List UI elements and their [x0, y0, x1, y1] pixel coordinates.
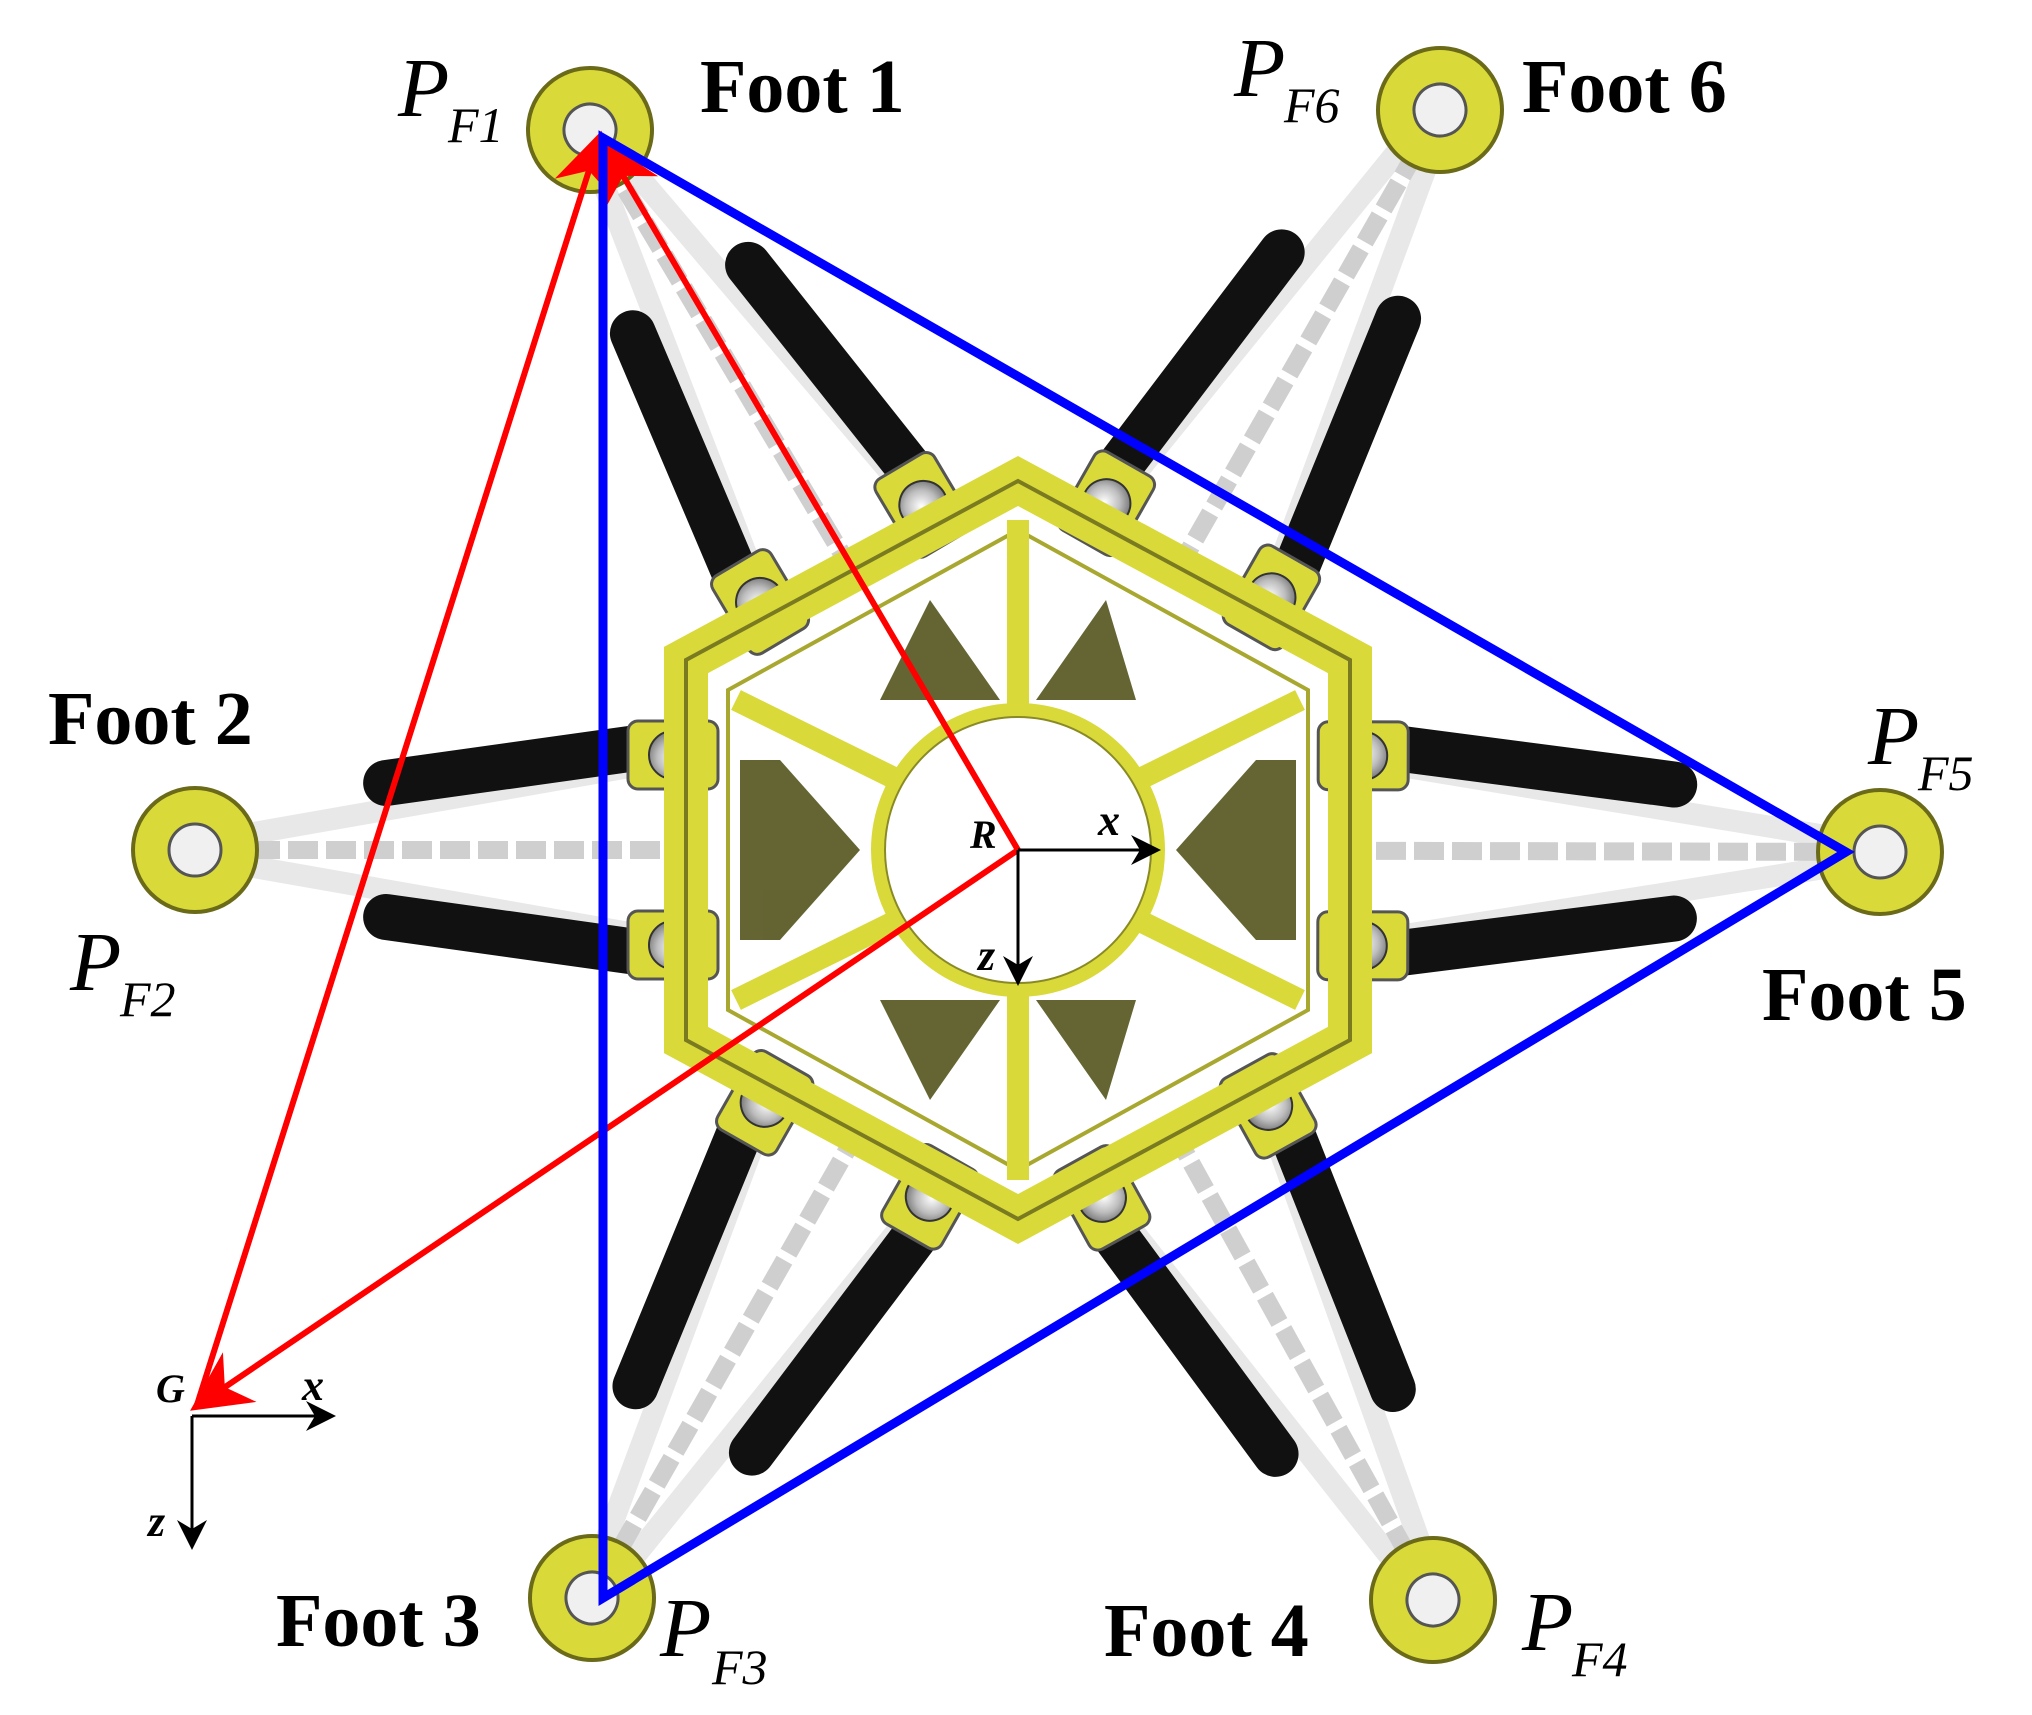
actuator-cylinder — [1077, 1192, 1299, 1477]
actuator-cylinder — [1355, 722, 1698, 808]
central-link — [1165, 1125, 1422, 1570]
actuator-cylinder — [1264, 295, 1422, 613]
foot-4-label: Foot 4 — [1104, 1589, 1309, 1673]
foot-hub — [167, 822, 223, 878]
actuator-cylinder — [1354, 895, 1697, 979]
svg-text:P: P — [69, 916, 121, 1009]
svg-text:P: P — [1867, 690, 1919, 783]
robot-x-label: x — [1097, 796, 1120, 845]
pf2-label: P F2 — [69, 916, 176, 1027]
foot-point-labels: P F1 P F2 P F3 P F4 P F5 P F6 — [69, 22, 1974, 1695]
foot-5-label: Foot 5 — [1762, 953, 1967, 1037]
svg-text:F5: F5 — [1917, 745, 1974, 801]
support-triangle — [598, 130, 1855, 1606]
foot-6-label: Foot 6 — [1522, 45, 1727, 129]
ground-frame: G x z — [146, 1361, 336, 1550]
ground-x-label: x — [301, 1361, 324, 1410]
foot-hub — [1412, 82, 1468, 138]
position-vectors — [190, 130, 1021, 1411]
pf6-label: P F6 — [1233, 22, 1340, 133]
leg-3 — [528, 1048, 980, 1662]
svg-text:F3: F3 — [711, 1639, 768, 1695]
actuator-cylinder — [363, 722, 681, 806]
svg-text:P: P — [1521, 1576, 1573, 1669]
svg-text:F1: F1 — [447, 97, 504, 153]
pf1-label: P F1 — [397, 42, 504, 153]
foot-1-label: Foot 1 — [700, 45, 905, 129]
actuator-cylinder — [612, 1087, 772, 1410]
outer-hexagon-edge — [684, 478, 1352, 1222]
vector-G-to-PF1 — [193, 130, 613, 1409]
foot-hub — [1405, 1572, 1461, 1628]
body-frame — [664, 456, 1372, 1244]
central-link — [1337, 841, 1841, 861]
foot-labels: Foot 1 Foot 2 Foot 3 Foot 4 Foot 5 Foot … — [48, 45, 1967, 1673]
actuator-cylinder — [609, 310, 767, 618]
actuator-cylinder — [1082, 229, 1305, 509]
vector-R-to-G — [190, 847, 1020, 1411]
central-link — [603, 1123, 868, 1568]
pf4-label: P F4 — [1521, 1576, 1628, 1687]
ground-origin-label: G — [156, 1366, 185, 1411]
robot-z-label: z — [976, 931, 995, 980]
vector-R-to-PF1 — [601, 139, 1021, 852]
central-link — [1168, 140, 1429, 577]
robot-frame: R x z — [969, 796, 1161, 986]
foot-hub — [1852, 824, 1908, 880]
svg-text:P: P — [397, 42, 449, 135]
svg-text:F4: F4 — [1571, 1631, 1628, 1687]
ground-z-label: z — [146, 1497, 165, 1546]
robot-origin-label: R — [969, 812, 997, 857]
svg-text:F6: F6 — [1283, 77, 1340, 133]
pf5-label: P F5 — [1867, 690, 1974, 801]
pf3-label: P F3 — [659, 1582, 768, 1695]
svg-text:P: P — [1233, 22, 1285, 115]
actuator-cylinder — [728, 1191, 955, 1476]
foot-3-label: Foot 3 — [276, 1579, 481, 1663]
svg-text:P: P — [659, 1582, 711, 1675]
actuator-cylinder — [1261, 1091, 1416, 1412]
actuator-cylinder — [725, 241, 948, 510]
foot-2-label: Foot 2 — [48, 677, 253, 761]
actuator-cylinder — [363, 894, 681, 978]
svg-text:F2: F2 — [119, 971, 176, 1027]
